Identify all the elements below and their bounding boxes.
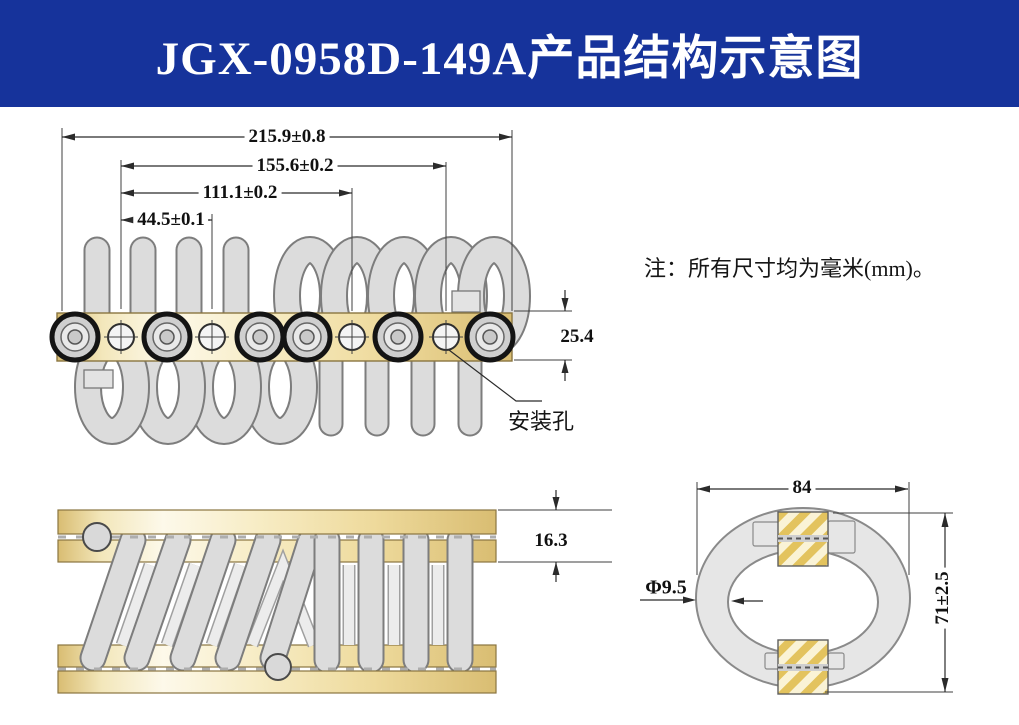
top-view-drawing: [57, 490, 612, 694]
rope-end-ferrule-top: [451, 290, 481, 313]
clamp-tab-bottom-right: [827, 652, 845, 670]
page-title: JGX-0958D-149A产品结构示意图: [155, 33, 864, 85]
grommet: [49, 311, 101, 363]
side-view-drawing: [49, 128, 572, 445]
mounting-hole: [104, 320, 138, 354]
dim-overall-length: 215.9±0.8: [244, 126, 330, 148]
side-view-dimension-lines: [61, 128, 572, 402]
grommet: [141, 311, 193, 363]
grommet: [281, 311, 333, 363]
mounting-holes: [49, 311, 516, 363]
dim-wire-rope-diameter: Φ9.5: [645, 576, 687, 599]
mounting-hole: [335, 320, 369, 354]
clamp-block-top: [777, 511, 829, 567]
dim-span-outer-holes: 155.6±0.2: [252, 155, 338, 177]
dim-overall-width: 84: [788, 477, 816, 499]
dim-span-inner-holes: 44.5±0.1: [133, 209, 209, 231]
mounting-hole: [195, 320, 229, 354]
dim-bar-height: 25.4: [560, 326, 594, 347]
bar-hole-top: [82, 522, 112, 552]
back-rope-strands: [115, 548, 445, 648]
grommet: [372, 311, 424, 363]
rope-end-ferrule-bottom: [83, 369, 114, 389]
dim-span-mid-holes: 111.1±0.2: [198, 182, 282, 204]
front-rope-strands: [79, 526, 474, 674]
units-note: 注：所有尺寸均为毫米(mm)。: [644, 256, 935, 281]
top-view-dimension-lines: [498, 490, 612, 582]
mounting-hole-label: 安装孔: [508, 409, 575, 434]
top-bar-upper-strip: [57, 509, 497, 535]
bar-hole-bottom: [264, 653, 292, 681]
end-view-drawing: [640, 482, 953, 695]
grommet: [234, 311, 286, 363]
dim-bar-thickness: 16.3: [534, 530, 568, 551]
mounting-hole-leader-line: [448, 349, 542, 402]
mounting-hole: [429, 320, 463, 354]
clamp-tab-left: [752, 521, 780, 547]
clamp-block-bottom: [777, 639, 829, 695]
clamp-tab-bottom-left: [764, 652, 780, 670]
title-banner: JGX-0958D-149A产品结构示意图: [0, 0, 1019, 107]
dim-overall-height: 71±2.5: [932, 567, 954, 629]
grommet: [464, 311, 516, 363]
clamp-tab-right: [827, 520, 856, 554]
